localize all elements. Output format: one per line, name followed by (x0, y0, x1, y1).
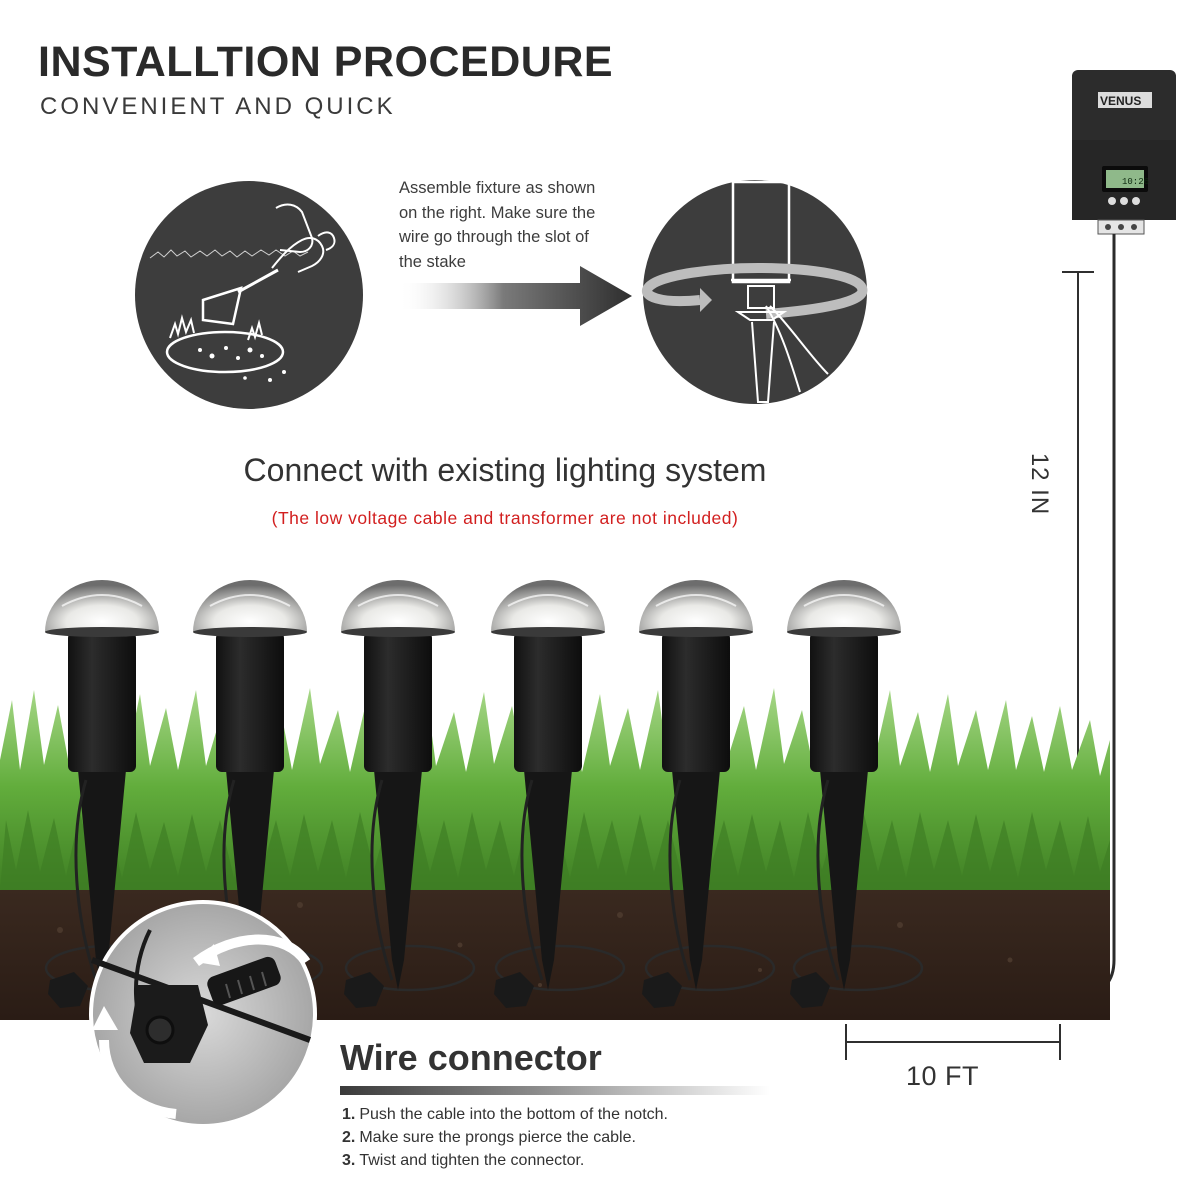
page-title: INSTALLTION PROCEDURE (38, 38, 614, 86)
step-text: Make sure the prongs pierce the cable. (359, 1129, 636, 1146)
path-light-fixture (491, 580, 605, 1008)
fixtures (45, 580, 901, 1008)
step-text: Push the cable into the bottom of the no… (359, 1106, 668, 1123)
title-underline (340, 1086, 770, 1095)
wire-connector-magnifier (89, 900, 317, 1128)
assemble-line: wire go through the slot of (399, 228, 589, 246)
list-item: 3.Twist and tighten the connector. (342, 1149, 668, 1172)
assemble-illustration (641, 180, 868, 404)
path-light-fixture (639, 580, 753, 1008)
list-item: 1.Push the cable into the bottom of the … (342, 1103, 668, 1126)
list-item: 2.Make sure the prongs pierce the cable. (342, 1126, 668, 1149)
step-number: 2. (342, 1129, 356, 1146)
path-light-fixture (45, 580, 159, 1008)
spacing-dimension (845, 1024, 1061, 1060)
transformer-brand: VENUS (1100, 94, 1141, 108)
not-included-note: (The low voltage cable and transformer a… (271, 508, 739, 528)
height-label: 12 IN (1026, 452, 1054, 516)
connect-heading: Connect with existing lighting system (243, 452, 767, 488)
transformer-display: 10:26 (1122, 177, 1149, 187)
step-number: 1. (342, 1106, 356, 1123)
dig-illustration (135, 181, 363, 409)
step-text: Twist and tighten the connector. (359, 1152, 585, 1169)
spacing-label: 10 FT (906, 1061, 980, 1091)
rotate-arrow-icon (99, 1039, 177, 1119)
assemble-instructions: Assemble fixture as shown on the right. … (399, 176, 629, 274)
page-subtitle: CONVENIENT AND QUICK (40, 93, 396, 120)
assemble-line: on the right. Make sure the (399, 203, 596, 222)
transformer: VENUS 10:26 (1072, 70, 1176, 235)
step-number: 3. (342, 1152, 356, 1169)
wire-connector-steps: 1.Push the cable into the bottom of the … (342, 1103, 668, 1172)
path-light-fixture (787, 580, 901, 1008)
arrow-right-icon (398, 266, 632, 326)
path-light-fixture (341, 580, 455, 1008)
path-light-fixture (193, 580, 307, 1008)
assemble-line: Assemble fixture as shown (399, 179, 596, 197)
wire-connector-title: Wire connector (340, 1037, 602, 1078)
assemble-line: the stake (399, 252, 466, 271)
